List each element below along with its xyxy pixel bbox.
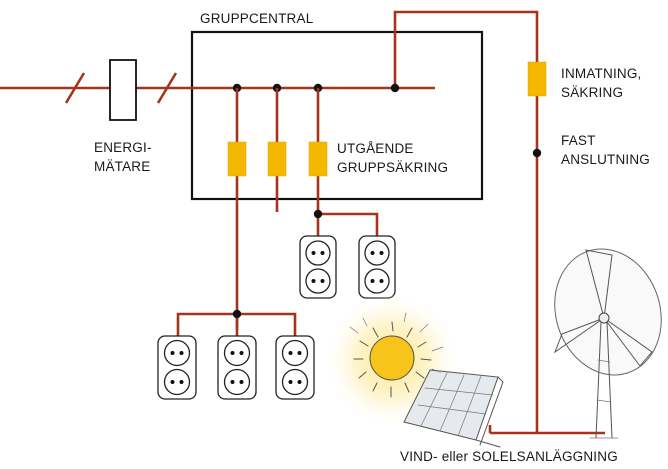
outgoing-fuse-label-line2: GRUPPSÄKRING <box>337 160 448 175</box>
outlet-lower-1 <box>157 335 197 400</box>
cable-mark-right <box>156 72 178 104</box>
upper-outlet-link <box>318 212 379 236</box>
energy-meter-symbol <box>109 59 137 121</box>
feed-in-fuse-label-line2: SÄKRING <box>561 85 623 100</box>
outgoing-fuse-2 <box>267 141 287 177</box>
feed-in-fuse <box>527 61 547 97</box>
solar-panel-icon <box>403 369 504 448</box>
outlet-lower-2 <box>217 335 257 400</box>
energy-meter-label-line1: ENERGI- <box>94 140 152 155</box>
outlet-upper-1 <box>299 235 337 299</box>
junction-dot-feed <box>390 83 400 93</box>
group-central-box <box>190 30 484 201</box>
energy-meter-label-line2: MÄTARE <box>94 159 150 174</box>
fixed-connection-label-line2: ANSLUTNING <box>561 152 650 167</box>
outlet-upper-2 <box>358 235 396 299</box>
outgoing-fuse-label-line1: UTGÅENDE <box>337 141 414 156</box>
feed-in-line <box>393 10 539 433</box>
fixed-connection-label-line1: FAST <box>561 133 596 148</box>
outgoing-fuse-3 <box>308 141 328 177</box>
outlet-lower-3 <box>275 335 315 400</box>
cable-mark-left <box>64 72 86 104</box>
wind-turbine-icon <box>553 248 662 439</box>
feed-in-fuse-label-line1: INMATNING, <box>561 66 642 81</box>
upper-outlet-junction <box>313 209 323 219</box>
outgoing-fuse-1 <box>227 141 247 177</box>
fixed-connection-dot <box>532 148 542 158</box>
generator-label: VIND- eller SOLELSANLÄGGNING <box>400 449 618 464</box>
group-central-label: GRUPPCENTRAL <box>200 11 314 26</box>
lower-outlet-junction <box>232 309 242 319</box>
